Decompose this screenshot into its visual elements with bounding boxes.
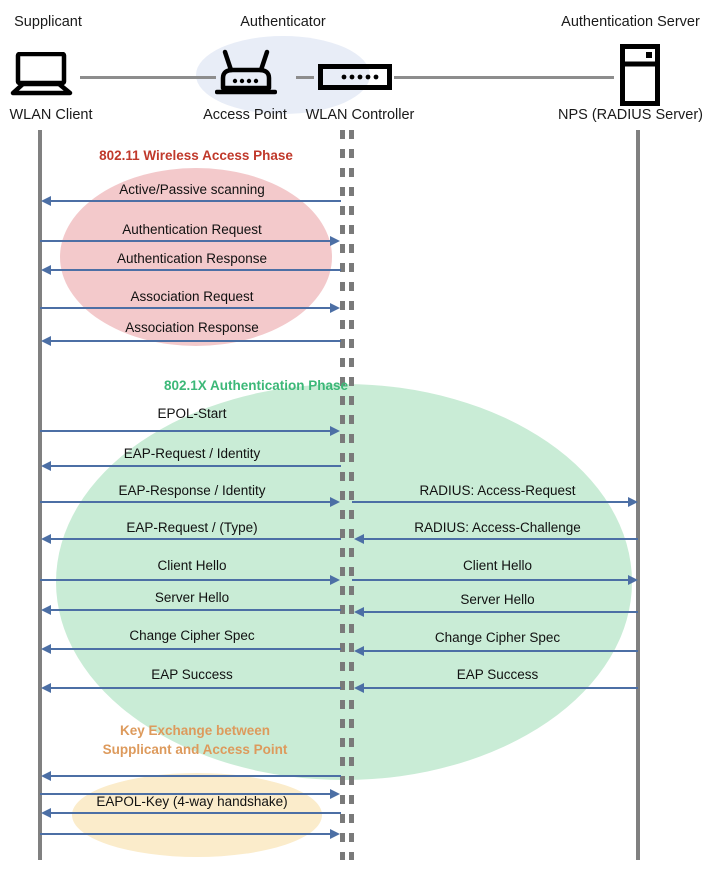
arrow-head-left-icon bbox=[354, 646, 364, 656]
message-arrow-line bbox=[51, 609, 341, 611]
message-label: RADIUS: Access-Request bbox=[419, 483, 576, 498]
arrow-head-right-icon bbox=[330, 426, 340, 436]
message-arrow-line bbox=[51, 812, 341, 814]
message-label: EAP-Request / (Type) bbox=[126, 520, 258, 535]
message-arrow-line bbox=[40, 833, 330, 835]
arrow-head-left-icon bbox=[41, 196, 51, 206]
laptop-icon bbox=[10, 51, 76, 101]
arrow-head-left-icon bbox=[354, 534, 364, 544]
arrow-head-left-icon bbox=[41, 336, 51, 346]
arrow-head-left-icon bbox=[41, 808, 51, 818]
arrow-head-left-icon bbox=[41, 771, 51, 781]
trunk-ap-to-controller bbox=[296, 76, 314, 79]
arrow-head-left-icon bbox=[41, 461, 51, 471]
message-arrow-line bbox=[51, 687, 341, 689]
message-arrow-line bbox=[352, 501, 628, 503]
lifeline-authentication-server bbox=[636, 130, 640, 860]
message-arrow-line bbox=[40, 579, 330, 581]
message-label: RADIUS: Access-Challenge bbox=[414, 520, 581, 535]
message-label: EAP-Response / Identity bbox=[118, 483, 266, 498]
arrow-head-left-icon bbox=[41, 605, 51, 615]
message-label: Server Hello bbox=[154, 590, 230, 605]
message-arrow-line bbox=[364, 650, 638, 652]
message-arrow-line bbox=[51, 775, 341, 777]
server-rack-icon bbox=[620, 44, 660, 111]
actor-device-access-point: Access Point bbox=[203, 107, 287, 123]
message-arrow-line bbox=[40, 430, 330, 432]
phase-title-key-exchange-line-2: Supplicant and Access Point bbox=[102, 742, 288, 757]
network-switch-icon bbox=[318, 64, 392, 95]
message-label: EPOL-Start bbox=[157, 406, 227, 421]
message-label: Active/Passive scanning bbox=[119, 182, 265, 197]
arrow-head-right-icon bbox=[330, 497, 340, 507]
message-arrow-line bbox=[40, 793, 330, 795]
actor-device-wlan-client: WLAN Client bbox=[9, 107, 93, 123]
arrow-head-left-icon bbox=[354, 683, 364, 693]
phase-title-key-exchange-line-1: Key Exchange between bbox=[119, 723, 271, 738]
message-label: Association Response bbox=[125, 320, 259, 335]
message-label: EAP Success bbox=[456, 667, 539, 682]
actor-role-authenticator: Authenticator bbox=[240, 14, 326, 30]
arrow-head-left-icon bbox=[41, 644, 51, 654]
message-arrow-line bbox=[51, 465, 341, 467]
phase-title-802-1x: 802.1X Authentication Phase bbox=[163, 378, 349, 393]
message-arrow-line bbox=[51, 200, 341, 202]
message-label: Client Hello bbox=[157, 558, 227, 573]
lifeline-supplicant bbox=[38, 130, 42, 860]
arrow-head-left-icon bbox=[41, 683, 51, 693]
arrow-head-left-icon bbox=[41, 534, 51, 544]
message-label: Authentication Request bbox=[122, 222, 262, 237]
phase-title-key-exchange: Key Exchange between Supplicant and Acce… bbox=[60, 721, 330, 759]
message-arrow-line bbox=[40, 240, 330, 242]
actor-role-supplicant: Supplicant bbox=[14, 14, 82, 30]
message-arrow-line bbox=[51, 538, 341, 540]
actor-role-authentication-server: Authentication Server bbox=[561, 14, 700, 30]
message-label: EAP Success bbox=[151, 667, 233, 682]
message-arrow-line bbox=[51, 648, 341, 650]
message-label: EAPOL-Key (4-way handshake) bbox=[96, 794, 288, 809]
phase-ellipse-key-exchange bbox=[72, 773, 322, 857]
message-label: Client Hello bbox=[462, 558, 533, 573]
lifeline-wlan-controller bbox=[349, 130, 354, 860]
message-arrow-line bbox=[364, 538, 638, 540]
arrow-head-right-icon bbox=[330, 575, 340, 585]
actor-device-wlan-controller: WLAN Controller bbox=[305, 107, 415, 123]
arrow-head-left-icon bbox=[41, 265, 51, 275]
message-arrow-line bbox=[51, 340, 341, 342]
message-arrow-line bbox=[40, 501, 330, 503]
message-arrow-line bbox=[352, 579, 628, 581]
message-label: Authentication Response bbox=[116, 251, 268, 266]
message-label: Server Hello bbox=[460, 592, 535, 607]
actor-device-nps-radius-server: NPS (RADIUS Server) bbox=[557, 107, 704, 123]
message-arrow-line bbox=[51, 269, 341, 271]
message-arrow-line bbox=[40, 307, 330, 309]
message-label: Association Request bbox=[130, 289, 254, 304]
arrow-head-left-icon bbox=[354, 607, 364, 617]
message-label: EAP-Request / Identity bbox=[123, 446, 261, 461]
trunk-client-to-ap bbox=[80, 76, 216, 79]
message-arrow-line bbox=[364, 611, 638, 613]
arrow-head-right-icon bbox=[330, 303, 340, 313]
phase-ellipse-802-11 bbox=[60, 168, 332, 346]
arrow-head-right-icon bbox=[330, 236, 340, 246]
wireless-router-icon bbox=[214, 48, 278, 103]
trunk-controller-to-server bbox=[394, 76, 614, 79]
message-label: Change Cipher Spec bbox=[129, 628, 255, 643]
arrow-head-right-icon bbox=[330, 789, 340, 799]
arrow-head-right-icon bbox=[628, 575, 638, 585]
arrow-head-right-icon bbox=[330, 829, 340, 839]
message-arrow-line bbox=[364, 687, 638, 689]
message-label: Change Cipher Spec bbox=[434, 630, 561, 645]
lifeline-access-point bbox=[340, 130, 345, 860]
arrow-head-right-icon bbox=[628, 497, 638, 507]
phase-title-802-11: 802.11 Wireless Access Phase bbox=[99, 148, 293, 163]
